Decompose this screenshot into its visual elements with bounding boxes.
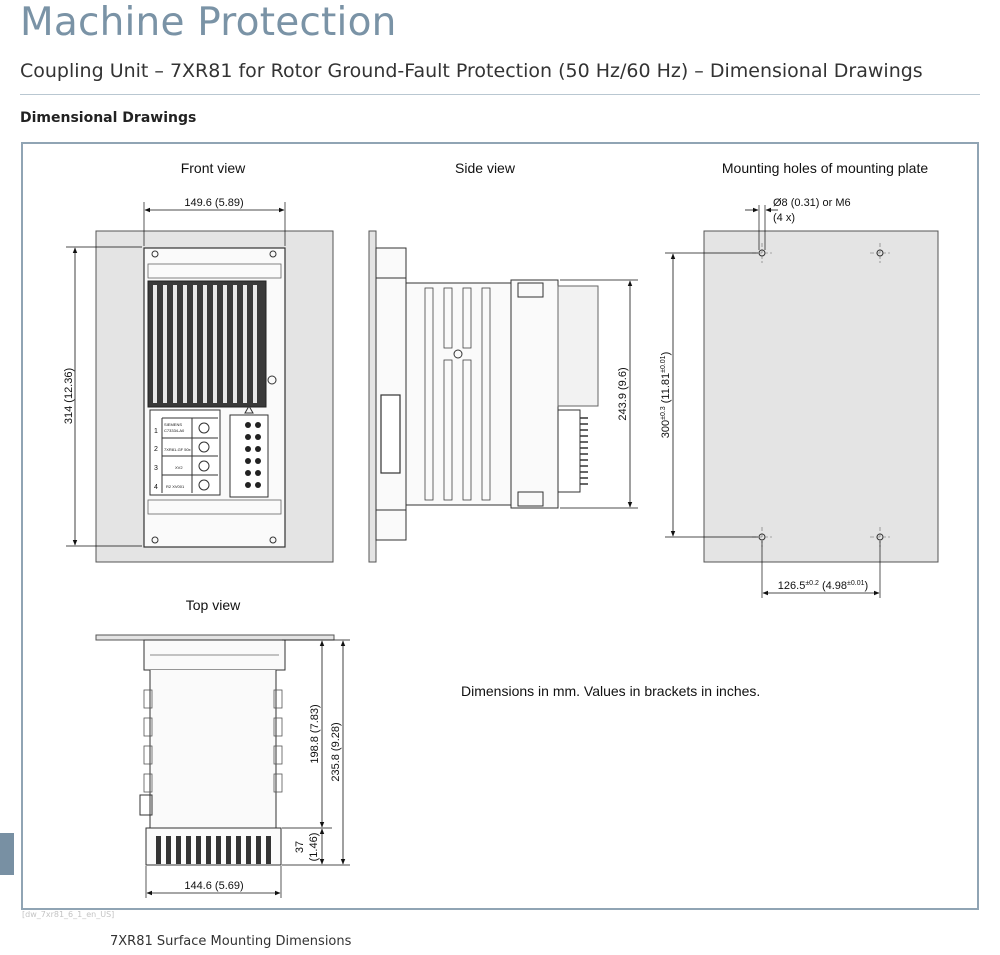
top-device-body bbox=[149, 670, 277, 829]
svg-text:1: 1 bbox=[154, 428, 158, 435]
side-device-body bbox=[405, 282, 512, 506]
front-width-dimension: 149.6 (5.89) bbox=[184, 197, 243, 209]
page-side-tab bbox=[0, 833, 14, 875]
side-view: Side view bbox=[368, 160, 638, 563]
top-view-label: Top view bbox=[186, 597, 241, 613]
mounting-plate bbox=[703, 230, 939, 563]
page-subtitle: Coupling Unit – 7XR81 for Rotor Ground-F… bbox=[20, 60, 923, 82]
drawing-frame bbox=[21, 142, 979, 910]
front-view: Front view bbox=[63, 160, 334, 563]
image-reference: [dw_7xr81_6_1_en_US] bbox=[22, 910, 115, 919]
hole-diameter-dimension: Ø8 (0.31) or M6 bbox=[773, 197, 851, 209]
top-depth-dimension-2: 235.8 (9.28) bbox=[330, 722, 342, 781]
svg-text:SIEMENS: SIEMENS bbox=[164, 422, 182, 427]
front-height-dimension: 314 (12.36) bbox=[63, 368, 75, 424]
units-note: Dimensions in mm. Values in brackets in … bbox=[461, 683, 760, 699]
front-terminal-block-left bbox=[149, 409, 221, 496]
svg-text:3: 3 bbox=[154, 465, 158, 472]
figure-caption: 7XR81 Surface Mounting Dimensions bbox=[110, 934, 352, 949]
svg-text:R2 XV001: R2 XV001 bbox=[166, 484, 185, 489]
svg-text:C73334-A0: C73334-A0 bbox=[164, 428, 185, 433]
hole-vertical-dimension: 300±0.3 (11.81±0.01) bbox=[660, 352, 672, 439]
top-small-dimension-inch: (1.46) bbox=[308, 833, 320, 862]
side-view-label: Side view bbox=[455, 160, 516, 176]
top-mounting-plate bbox=[95, 634, 335, 641]
hole-count: (4 x) bbox=[773, 212, 795, 224]
svg-text:4: 4 bbox=[154, 484, 158, 491]
top-small-dimension: 37 bbox=[294, 841, 306, 853]
top-depth-dimension-1: 198.8 (7.83) bbox=[309, 704, 321, 763]
svg-text:2: 2 bbox=[154, 446, 158, 453]
side-mounting-plate bbox=[368, 230, 377, 563]
hole-horizontal-dimension: 126.5±0.2 (4.98±0.01) bbox=[778, 580, 868, 592]
front-view-label: Front view bbox=[181, 160, 246, 176]
top-view: Top view 198.8 (7.83) bbox=[95, 597, 350, 898]
page-title: Machine Protection bbox=[20, 0, 397, 45]
mounting-holes-view: Mounting holes of mounting plate Ø8 (0.3… bbox=[660, 160, 939, 598]
mounting-holes-label: Mounting holes of mounting plate bbox=[722, 160, 928, 176]
section-title: Dimensional Drawings bbox=[20, 110, 197, 126]
svg-text:XV2: XV2 bbox=[175, 465, 183, 470]
header-divider bbox=[20, 94, 980, 95]
side-height-dimension: 243.9 (9.6) bbox=[617, 367, 629, 420]
svg-text:7XR81-GF 50x: 7XR81-GF 50x bbox=[164, 447, 191, 452]
top-width-dimension: 144.6 (5.69) bbox=[184, 880, 243, 892]
